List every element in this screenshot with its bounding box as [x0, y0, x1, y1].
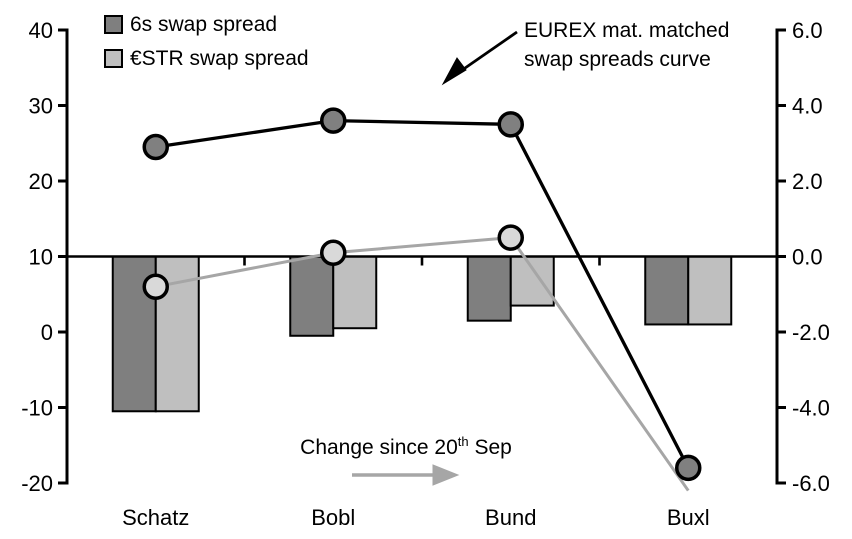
- right-axis-tick-label: 0.0: [792, 244, 823, 269]
- bar-bobl-0: [289, 255, 335, 337]
- change-annotation-superscript: th: [457, 434, 469, 449]
- legend-swatch-6s-icon: [104, 15, 123, 34]
- eurex-annotation-line2: swap spreads curve: [524, 48, 711, 71]
- change-since-annotation: Change since 20th Sep: [288, 434, 524, 460]
- marker-bund-series-1: [497, 111, 524, 138]
- legend-label-estr: €STR swap spread: [130, 47, 309, 70]
- left-axis-tick-label: 0: [41, 320, 53, 345]
- marker-bobl-series-1: [320, 107, 347, 134]
- right-axis-tick-label: 6.0: [792, 18, 823, 43]
- left-axis-tick-label: 20: [29, 169, 53, 194]
- category-label-bobl: Bobl: [311, 505, 355, 530]
- line-series-0: [155, 236, 690, 492]
- legend-label-6s: 6s swap spread: [130, 13, 278, 36]
- category-label-buxl: Buxl: [667, 505, 710, 530]
- marker-buxl-series-1: [675, 454, 702, 482]
- marker-bobl-series-0: [320, 239, 347, 266]
- left-axis-tick-label: 30: [29, 93, 53, 118]
- category-labels-group: Schatz Bobl Bund Buxl: [122, 505, 710, 530]
- bar-buxl-1: [687, 255, 733, 326]
- legend-swatch-estr-icon: [104, 49, 123, 68]
- right-axis-tick-label: 2.0: [792, 169, 823, 194]
- legend-item-estr-swap-spread: €STR swap spread: [104, 48, 309, 69]
- marker-schatz-series-0: [142, 273, 169, 300]
- left-axis-tick-label: -10: [21, 395, 53, 420]
- axes-group: 40 30 20 10 0 -10 -20 6.0 4.0 2.0 0.0 -2.0 -4.0 -6.0: [21, 18, 830, 496]
- change-arrow-icon: [352, 464, 460, 486]
- eurex-annotation-line1: EUREX mat. matched: [524, 19, 730, 42]
- legend: 6s swap spread €STR swap spread: [104, 14, 309, 82]
- right-axis-tick-label: -2.0: [792, 320, 830, 345]
- right-axis-tick-label: -6.0: [792, 471, 830, 496]
- eurex-annotation: EUREX mat. matched swap spreads curve: [524, 16, 729, 74]
- eurex-arrow-icon: [441, 30, 518, 86]
- marker-schatz-series-1: [142, 133, 169, 161]
- left-axis-tick-label: -20: [21, 471, 53, 496]
- legend-item-6s-swap-spread: 6s swap spread: [104, 14, 309, 35]
- bar-bobl-1: [332, 255, 378, 330]
- bar-buxl-0: [644, 255, 690, 326]
- bar-series-group: [111, 255, 733, 413]
- change-annotation-prefix: Change since 20: [300, 436, 458, 459]
- line-series-group: [142, 107, 702, 492]
- left-axis-tick-label: 40: [29, 18, 53, 43]
- line-series-1: [155, 118, 690, 469]
- right-axis-tick-label: -4.0: [792, 395, 830, 420]
- right-axis-tick-label: 4.0: [792, 93, 823, 118]
- category-label-schatz: Schatz: [122, 505, 189, 530]
- category-label-bund: Bund: [485, 505, 536, 530]
- bar-bund-1: [509, 255, 555, 307]
- change-annotation-suffix: Sep: [468, 436, 512, 459]
- bar-bund-0: [466, 255, 512, 322]
- left-axis-tick-label: 10: [29, 244, 53, 269]
- marker-bund-series-0: [497, 224, 524, 251]
